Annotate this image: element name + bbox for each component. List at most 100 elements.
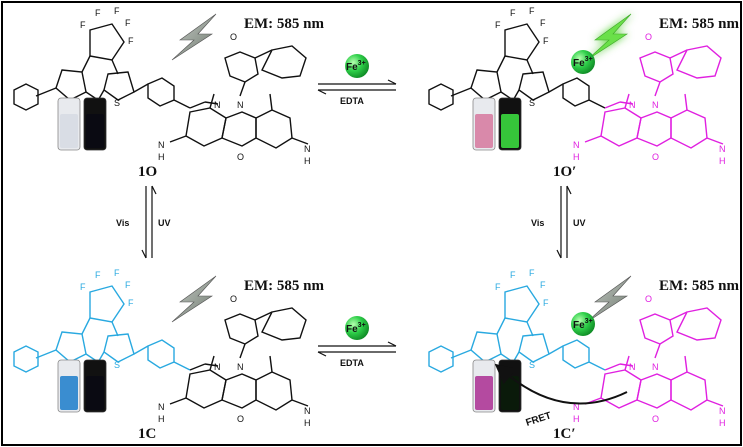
atom-f-2: F [95, 270, 101, 280]
fe-charge: 3+ [585, 318, 593, 325]
atom-n-amine-left: N [573, 402, 580, 412]
atom-f-5: F [128, 36, 134, 46]
atom-f-3: F [529, 268, 535, 278]
arrow-top-equilibrium: Fe3+ EDTA [317, 54, 397, 106]
atom-o-xanthene: O [237, 152, 244, 162]
dte-atoms: F F F F F S S [66, 6, 134, 108]
edta-label: EDTA [340, 96, 364, 106]
atom-f-4: F [125, 280, 131, 290]
dte-atoms: F F F F F S S [481, 268, 549, 370]
compound-label: 1O [138, 164, 157, 180]
atom-n-amine-right: N [719, 406, 726, 416]
fe-complex-icon [571, 312, 595, 336]
atom-o-xanthene: O [652, 414, 659, 424]
atom-f-4: F [540, 18, 546, 28]
atom-o-carbonyl: O [645, 294, 652, 304]
atom-h-amine-right: H [304, 156, 311, 166]
atom-h-amine-right: H [719, 156, 726, 166]
rhodamine-unit [169, 307, 309, 411]
em-label: EM: 585 nm [659, 278, 740, 294]
fret-arrow [494, 363, 628, 405]
atom-h-amine-left: H [573, 414, 580, 424]
atom-n-amine-right: N [719, 144, 726, 154]
fe-symbol: Fe [573, 320, 585, 331]
edta-label: EDTA [340, 358, 364, 368]
atom-s-2: S [114, 98, 120, 108]
em-label: EM: 585 nm [244, 278, 325, 294]
fe-charge: 3+ [358, 322, 366, 329]
arrow-bottom-equilibrium: Fe3+ EDTA [317, 316, 397, 368]
atom-f-1: F [80, 282, 86, 292]
vial-ambient-fill [60, 114, 78, 148]
lightning-icon [586, 13, 632, 61]
vial-uv-fill [501, 114, 519, 148]
atom-n-imine: N [629, 362, 636, 372]
atom-o-xanthene: O [652, 152, 659, 162]
dte-unit [428, 285, 606, 373]
compound-label: 1O′ [553, 164, 576, 180]
vial-pair [472, 359, 522, 413]
atom-f-5: F [543, 298, 549, 308]
fe-charge: 3+ [358, 60, 366, 67]
atom-f-2: F [510, 8, 516, 18]
vial-ambient-fill [475, 376, 493, 410]
atom-f-5: F [128, 298, 134, 308]
atom-s-2: S [529, 98, 535, 108]
atom-n-amide: N [652, 100, 659, 110]
em-label: EM: 585 nm [244, 16, 325, 32]
atom-f-5: F [543, 36, 549, 46]
fe-reagent-label: Fe3+ [346, 322, 366, 335]
atom-o-carbonyl: O [645, 32, 652, 42]
panel-1o: F F F F F S S O [13, 6, 325, 180]
vial-pair [472, 97, 522, 151]
rhodamine-unit [584, 45, 724, 149]
panel-1c: F F F F F S S O [13, 268, 325, 442]
fe-symbol: Fe [573, 58, 585, 69]
fe-symbol: Fe [346, 62, 358, 73]
atom-f-1: F [495, 282, 501, 292]
vial-uv-fill [86, 114, 104, 148]
fe-ion-icon [345, 316, 369, 340]
lightning-icon [171, 13, 217, 61]
atom-n-amide: N [652, 362, 659, 372]
atom-f-4: F [125, 18, 131, 28]
rhodamine-atoms: O N N O N H N H [573, 294, 726, 428]
rhodamine-atoms: O N N O N H N H [158, 294, 311, 428]
dte-unit [428, 23, 606, 111]
atom-h-amine-left: H [158, 414, 165, 424]
vial-ambient-fill [475, 114, 493, 148]
atom-o-carbonyl: O [230, 32, 237, 42]
atom-n-amine-left: N [158, 402, 165, 412]
fe-complex-label: Fe3+ [573, 56, 593, 69]
rhodamine-atoms: O N N O N H N H [573, 32, 726, 166]
atom-s-2: S [529, 360, 535, 370]
atom-n-imine: N [214, 362, 221, 372]
vial-pair [57, 97, 107, 151]
dte-unit [13, 23, 191, 111]
atom-f-2: F [510, 270, 516, 280]
vis-label: Vis [116, 218, 129, 228]
fe-complex-icon [571, 50, 595, 74]
atom-n-imine: N [629, 100, 636, 110]
atom-f-3: F [529, 6, 535, 16]
atom-f-3: F [114, 6, 120, 16]
rhodamine-unit [169, 45, 309, 149]
fe-complex-label: Fe3+ [573, 318, 593, 331]
uv-label: UV [573, 218, 586, 228]
atom-f-3: F [114, 268, 120, 278]
arrow-left-photoswitch: Vis UV [116, 185, 171, 259]
atom-n-amide: N [237, 362, 244, 372]
vial-pair [57, 359, 107, 413]
atom-h-amine-left: H [573, 152, 580, 162]
rhodamine-unit [584, 307, 724, 411]
dte-atoms: F F F F F S S [481, 6, 549, 108]
fe-ion-icon [345, 54, 369, 78]
atom-n-amine-right: N [304, 144, 311, 154]
atom-s-2: S [114, 360, 120, 370]
arrow-right-photoswitch: Vis UV [531, 185, 586, 259]
panel-1o-prime: F F F F F S S O [428, 6, 740, 180]
fret-label: FRET [525, 410, 553, 429]
